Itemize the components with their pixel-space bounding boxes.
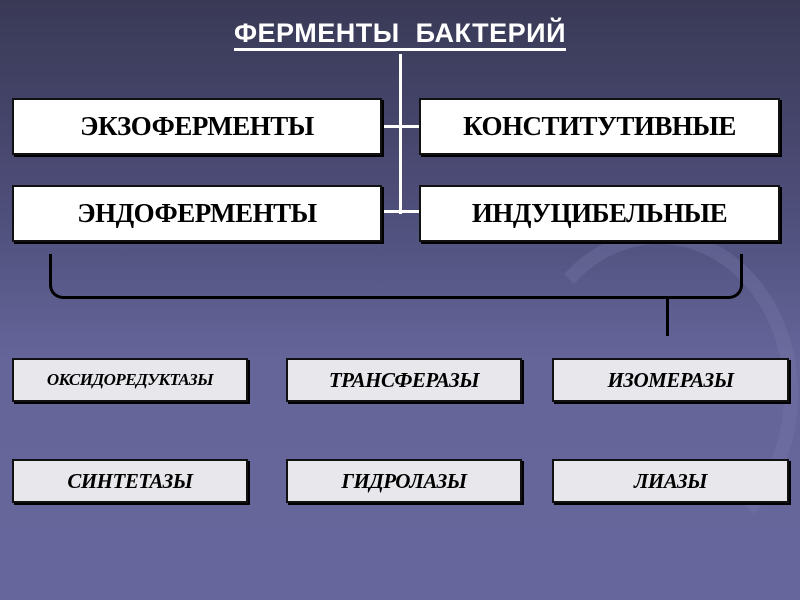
brace-tip [666, 296, 669, 336]
class-transferases: ТРАНСФЕРАЗЫ [286, 358, 522, 402]
class-lyases: ЛИАЗЫ [552, 459, 789, 503]
curly-brace [49, 254, 743, 299]
exoenzymes-box: ЭКЗОФЕРМЕНТЫ [12, 98, 382, 155]
class-isomerases: ИЗОМЕРАЗЫ [552, 358, 789, 402]
inducible-box: ИНДУЦИБЕЛЬНЫЕ [419, 185, 780, 242]
endoenzymes-box: ЭНДОФЕРМЕНТЫ [12, 185, 382, 242]
connector-row1 [380, 125, 420, 128]
constitutive-box: КОНСТИТУТИВНЫЕ [419, 98, 780, 155]
class-hydrolases: ГИДРОЛАЗЫ [286, 459, 522, 503]
class-oxidoreductases: ОКСИДОРЕДУКТАЗЫ [12, 358, 248, 402]
connector-vertical [399, 54, 402, 214]
diagram-title: ФЕРМЕНТЫ БАКТЕРИЙ [0, 18, 800, 51]
class-synthetases: СИНТЕТАЗЫ [12, 459, 248, 503]
connector-row2 [380, 210, 420, 213]
